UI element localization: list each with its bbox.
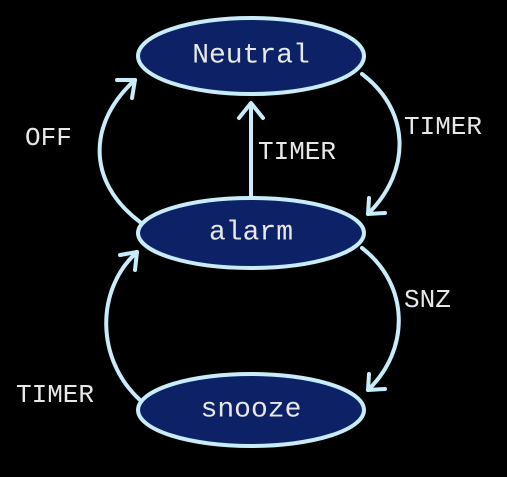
arrowhead-alarm-to-neutral-off xyxy=(115,78,137,100)
edge-neutral-to-alarm-timer xyxy=(360,72,402,216)
edge-label-timer-right: TIMER xyxy=(404,112,482,142)
edge-alarm-to-neutral-off xyxy=(97,78,142,224)
edge-label-timer-bottom: TIMER xyxy=(16,380,94,410)
state-alarm-label: alarm xyxy=(209,218,293,249)
edge-label-timer-middle: TIMER xyxy=(258,137,336,167)
arrowhead-alarm-to-neutral-timer xyxy=(237,101,265,120)
state-neutral: Neutral xyxy=(136,16,366,96)
state-alarm-shape xyxy=(136,196,366,270)
state-snooze-label: snooze xyxy=(201,395,302,426)
state-neutral-shape xyxy=(136,16,366,96)
state-neutral-label: Neutral xyxy=(192,41,310,72)
state-snooze: snooze xyxy=(136,372,366,448)
arrowhead-alarm-to-snooze-snz xyxy=(366,372,387,392)
state-alarm: alarm xyxy=(136,196,366,270)
edge-label-off: OFF xyxy=(25,123,72,153)
state-snooze-shape xyxy=(136,372,366,448)
edge-snooze-to-alarm-timer xyxy=(104,250,142,402)
arrowhead-neutral-to-alarm-timer xyxy=(366,196,387,216)
arrowhead-snooze-to-alarm-timer xyxy=(118,250,139,272)
edge-alarm-to-snooze-snz xyxy=(360,246,401,392)
edge-label-snz: SNZ xyxy=(404,285,451,315)
